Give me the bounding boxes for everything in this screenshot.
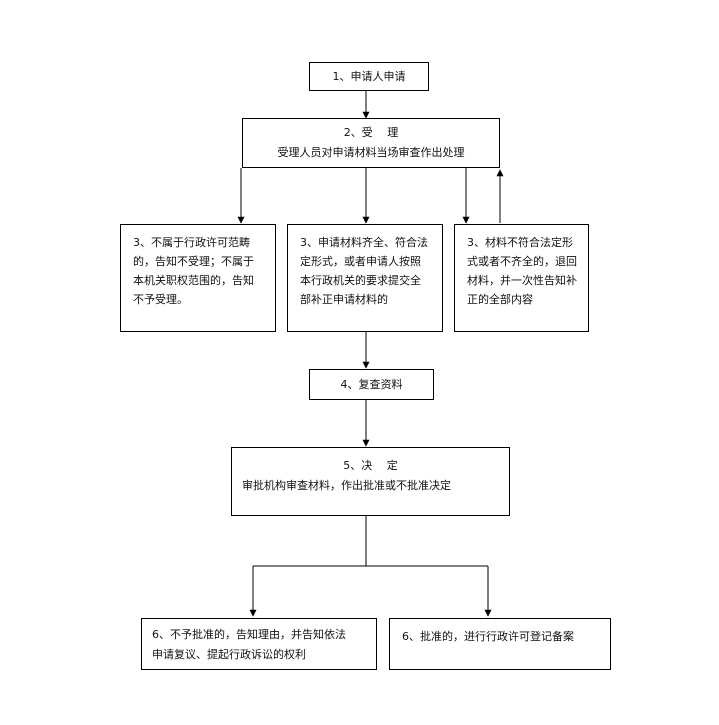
branch-right-line-3: 材料，并一次性告知补 bbox=[467, 274, 577, 287]
branch-right-box: 3、材料不符合法定形 式或者不齐全的，退回 材料，并一次性告知补 正的全部内容 bbox=[454, 224, 589, 332]
step2-title: 2、受 理 bbox=[343, 126, 399, 139]
step5-box: 5、决 定 审批机构审查材料，作出批准或不批准决定 bbox=[231, 447, 510, 516]
branch-left-line-4: 不予受理。 bbox=[133, 293, 188, 306]
branch-mid-line-2: 定形式，或者申请人按照 bbox=[300, 255, 421, 268]
step4-box: 4、复查资料 bbox=[309, 369, 434, 400]
branch-left-box: 3、不属于行政许可范畴 的，告知不受理；不属于 本机关职权范围的，告知 不予受理… bbox=[120, 224, 276, 332]
step5-title: 5、决 定 bbox=[343, 459, 398, 472]
branch-right-line-2: 式或者不齐全的，退回 bbox=[467, 255, 577, 268]
branch-right-line-1: 3、材料不符合法定形 bbox=[467, 236, 573, 249]
branch-right-line-4: 正的全部内容 bbox=[467, 293, 533, 306]
branch-mid-line-4: 部补正申请材料的 bbox=[300, 293, 388, 306]
branch-left-line-2: 的，告知不受理；不属于 bbox=[133, 255, 254, 268]
result-right-label: 6、批准的，进行行政许可登记备案 bbox=[402, 630, 574, 643]
branch-mid-line-3: 本行政机关的要求提交全 bbox=[300, 274, 421, 287]
step4-label: 4、复查资料 bbox=[340, 378, 403, 391]
step1-box: 1、申请人申请 bbox=[309, 62, 429, 91]
branch-mid-line-1: 3、申请材料齐全、符合法 bbox=[300, 236, 428, 249]
branch-left-line-1: 3、不属于行政许可范畴 bbox=[133, 236, 250, 249]
step2-description: 受理人员对申请材料当场审查作出处理 bbox=[277, 146, 465, 159]
step2-box: 2、受 理 受理人员对申请材料当场审查作出处理 bbox=[242, 118, 500, 168]
result-left-line-2: 申请复议、提起行政诉讼的权利 bbox=[152, 648, 306, 661]
step1-label: 1、申请人申请 bbox=[332, 70, 406, 83]
step5-description: 审批机构审查材料，作出批准或不批准决定 bbox=[242, 479, 451, 492]
branch-mid-box: 3、申请材料齐全、符合法 定形式，或者申请人按照 本行政机关的要求提交全 部补正… bbox=[287, 224, 443, 332]
result-left-line-1: 6、不予批准的，告知理由，并告知依法 bbox=[152, 628, 346, 641]
result-left-box: 6、不予批准的，告知理由，并告知依法 申请复议、提起行政诉讼的权利 bbox=[141, 618, 377, 670]
result-right-box: 6、批准的，进行行政许可登记备案 bbox=[389, 618, 611, 670]
branch-left-line-3: 本机关职权范围的，告知 bbox=[133, 274, 254, 287]
